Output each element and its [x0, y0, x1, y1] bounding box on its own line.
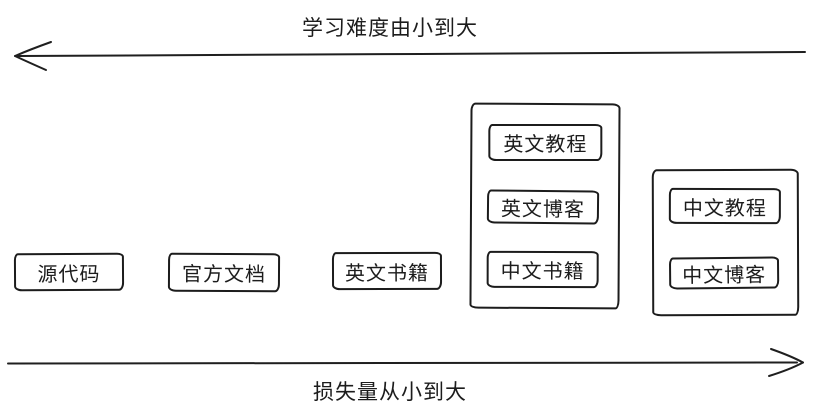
box-chinese-blogs-label: 中文博客 — [682, 264, 767, 287]
box-chinese-tutorials-label: 中文教程 — [682, 197, 767, 220]
box-english-tutorials-label: 英文教程 — [503, 133, 588, 157]
box-chinese-books: 中文书籍 — [486, 250, 599, 289]
box-source-code-label: 源代码 — [37, 263, 101, 286]
box-english-blogs: 英文博客 — [486, 189, 600, 225]
right-arrow — [7, 348, 804, 377]
box-source-code: 源代码 — [13, 252, 125, 292]
box-english-books: 英文书籍 — [331, 251, 443, 291]
box-chinese-books-label: 中文书籍 — [500, 260, 585, 284]
box-chinese-tutorials: 中文教程 — [668, 187, 781, 225]
top-arrow-label: 学习难度由小到大 — [302, 17, 478, 40]
box-english-blogs-label: 英文博客 — [500, 198, 586, 221]
box-english-tutorials: 英文教程 — [488, 123, 603, 162]
left-arrow — [14, 41, 806, 71]
box-chinese-blogs: 中文博客 — [668, 256, 780, 290]
box-english-books-label: 英文书籍 — [344, 262, 430, 285]
bottom-arrow-label: 损失量从小到大 — [313, 381, 467, 404]
box-official-docs: 官方文档 — [167, 252, 281, 293]
group-english-sources: 英文教程 英文博客 中文书籍 — [469, 102, 621, 310]
group-chinese-sources: 中文教程 中文博客 — [651, 168, 800, 317]
box-official-docs-label: 官方文档 — [181, 263, 267, 287]
